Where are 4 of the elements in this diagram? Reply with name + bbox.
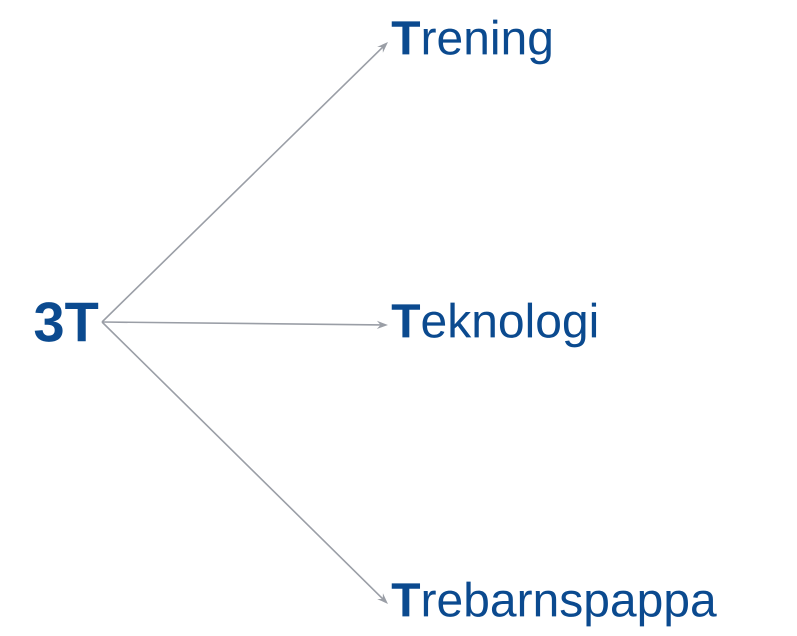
- label-text: Trebarnspappa: [392, 582, 717, 626]
- label-text: Trening: [392, 20, 551, 64]
- label-text: Teknologi: [392, 302, 596, 348]
- label-text: 3T: [34, 302, 98, 342]
